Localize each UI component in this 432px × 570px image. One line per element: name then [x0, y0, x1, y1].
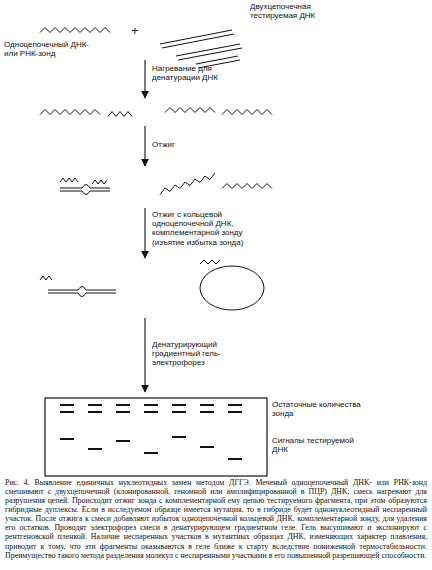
gel-band — [228, 458, 242, 460]
gel-band — [116, 440, 130, 442]
step-label: Одноцепочечный ДНК- или РНК-зонд — [4, 40, 94, 58]
gel-band — [200, 446, 214, 448]
dna-strand — [92, 180, 107, 184]
gel-band — [60, 438, 74, 440]
step-label: Отжиг с кольцевой одноцепочечной ДНК, ко… — [152, 210, 270, 247]
gel-band — [200, 411, 214, 413]
gel-band — [228, 404, 242, 406]
dna-strand — [40, 276, 52, 280]
gel-band — [88, 411, 102, 413]
step-label: Сигналы тестируемой ДНК — [272, 436, 372, 454]
dna-strand — [40, 110, 100, 115]
dna-strand — [222, 184, 272, 189]
gel-plate — [45, 398, 267, 476]
gel-bands — [60, 404, 242, 460]
gel-band — [144, 404, 158, 406]
dna-strand — [60, 178, 78, 182]
dna-strand — [40, 28, 110, 33]
gel-band — [116, 404, 130, 406]
gel-band — [172, 411, 186, 413]
plus-sign: + — [131, 24, 143, 39]
figure-caption: Рис. 4. Выявление единичных нуклеотидных… — [5, 478, 427, 560]
step-label: Остаточные количества зонда — [272, 400, 372, 418]
step-label: Двухцепочечная тестируемая ДНК — [250, 2, 360, 20]
gel-band — [144, 452, 158, 454]
step-label: Нагревание для денатурации ДНК — [152, 64, 252, 82]
gel-band — [144, 411, 158, 413]
dna-strand — [222, 110, 272, 115]
strand-waves — [40, 28, 272, 281]
dna-strand — [108, 112, 132, 117]
hybrid-duplex — [48, 185, 116, 297]
step-label: Отжиг — [152, 140, 212, 149]
process-arrow — [144, 60, 145, 392]
gel-band — [116, 411, 130, 413]
circular-ssdna — [200, 266, 264, 310]
gel-band — [60, 404, 74, 406]
double-strand-dna — [160, 30, 242, 68]
gel-band — [88, 404, 102, 406]
gel-band — [200, 404, 214, 406]
gel-band — [88, 448, 102, 450]
dna-strand — [160, 173, 215, 195]
gel-band — [172, 404, 186, 406]
gel-band — [60, 411, 74, 413]
dna-strand — [165, 108, 215, 113]
step-label: Денатурирующий градиентный гель-электроф… — [152, 340, 252, 368]
gel-band — [228, 411, 242, 413]
gel-band — [172, 436, 186, 438]
dna-strand — [200, 260, 220, 264]
